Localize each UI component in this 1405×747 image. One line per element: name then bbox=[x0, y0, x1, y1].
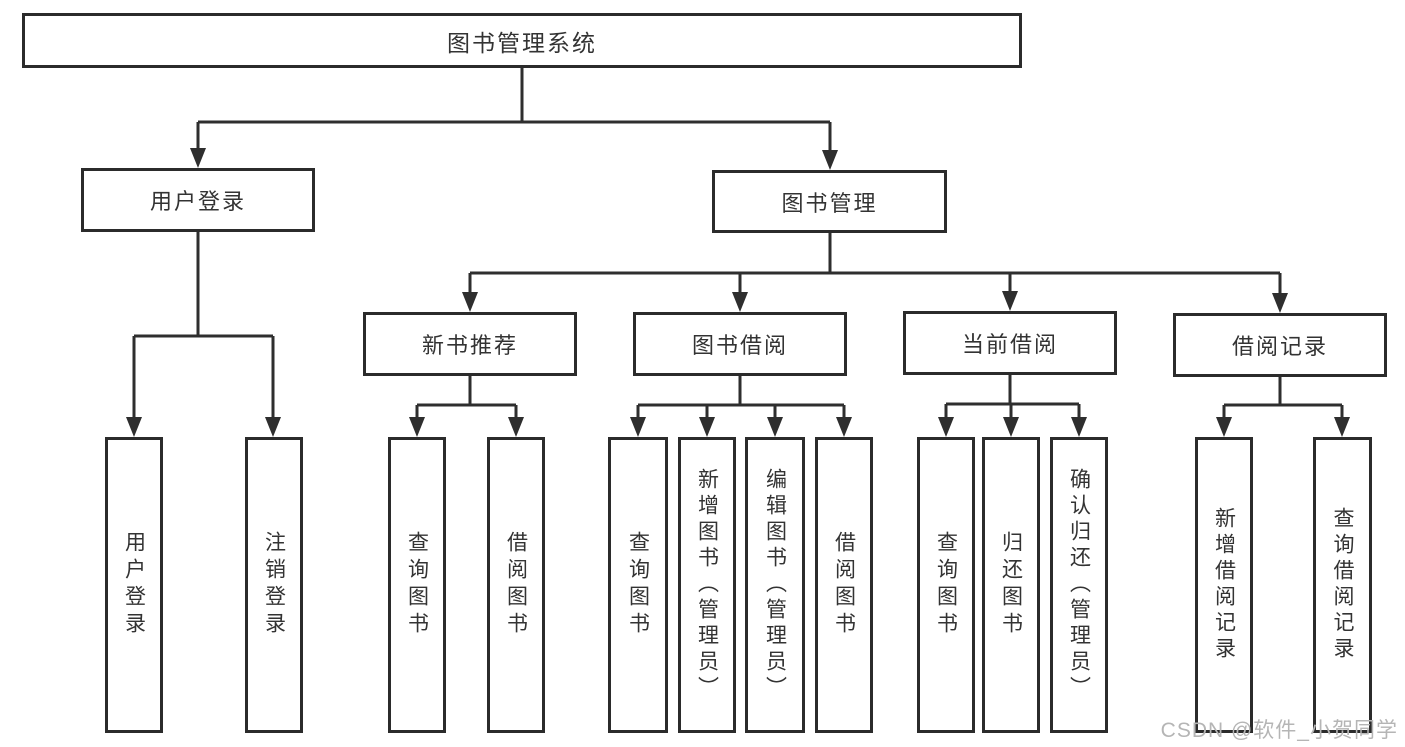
node-label: 归还图书 bbox=[999, 531, 1023, 639]
leaf-user-login: 用户登录 bbox=[105, 437, 163, 733]
leaf-edit-book-admin: 编辑图书（管理员） bbox=[745, 437, 805, 733]
node-label: 查询图书 bbox=[626, 531, 650, 639]
node-label: 注销登录 bbox=[262, 531, 286, 639]
leaf-query-books-current: 查询图书 bbox=[917, 437, 975, 733]
node-label: 当前借阅 bbox=[961, 332, 1058, 357]
csdn-watermark: CSDN @软件_小贺同学 bbox=[1160, 719, 1398, 742]
node-label: 用户登录 bbox=[149, 189, 246, 214]
node-user-login: 用户登录 bbox=[81, 168, 315, 232]
node-label: 查询借阅记录 bbox=[1331, 507, 1354, 663]
node-label: 借阅图书 bbox=[504, 531, 528, 639]
leaf-query-borrow-record: 查询借阅记录 bbox=[1313, 437, 1372, 733]
node-book-management: 图书管理 bbox=[712, 170, 947, 233]
node-book-borrowing: 图书借阅 bbox=[633, 312, 847, 376]
node-label: 查询图书 bbox=[405, 531, 429, 639]
leaf-return-book: 归还图书 bbox=[982, 437, 1040, 733]
leaf-add-book-admin: 新增图书（管理员） bbox=[678, 437, 736, 733]
node-label: 借阅记录 bbox=[1231, 334, 1328, 359]
leaf-borrow-books-recommend: 借阅图书 bbox=[487, 437, 545, 733]
leaf-query-books-recommend: 查询图书 bbox=[388, 437, 446, 733]
node-label: 查询图书 bbox=[934, 531, 958, 639]
node-label: 新增图书（管理员） bbox=[695, 468, 719, 702]
leaf-query-books-borrow: 查询图书 bbox=[608, 437, 668, 733]
node-label: 确认归还（管理员） bbox=[1067, 468, 1091, 702]
node-label: 图书借阅 bbox=[691, 333, 788, 358]
node-library-management-system: 图书管理系统 bbox=[22, 13, 1022, 68]
leaf-logout: 注销登录 bbox=[245, 437, 303, 733]
node-label: 图书管理 bbox=[781, 190, 878, 216]
node-label: 编辑图书（管理员） bbox=[763, 468, 787, 702]
node-new-book-recommendation: 新书推荐 bbox=[363, 312, 577, 376]
node-label: 新增借阅记录 bbox=[1212, 507, 1236, 663]
node-borrowing-records: 借阅记录 bbox=[1173, 313, 1387, 377]
node-label: 图书管理系统 bbox=[447, 29, 597, 56]
leaf-borrow-books: 借阅图书 bbox=[815, 437, 873, 733]
node-label: 新书推荐 bbox=[421, 333, 518, 358]
node-current-borrowing: 当前借阅 bbox=[903, 311, 1117, 375]
node-label: 借阅图书 bbox=[832, 531, 856, 639]
leaf-add-borrow-record: 新增借阅记录 bbox=[1195, 437, 1253, 733]
leaf-confirm-return-admin: 确认归还（管理员） bbox=[1050, 437, 1108, 733]
node-label: 用户登录 bbox=[122, 531, 146, 639]
